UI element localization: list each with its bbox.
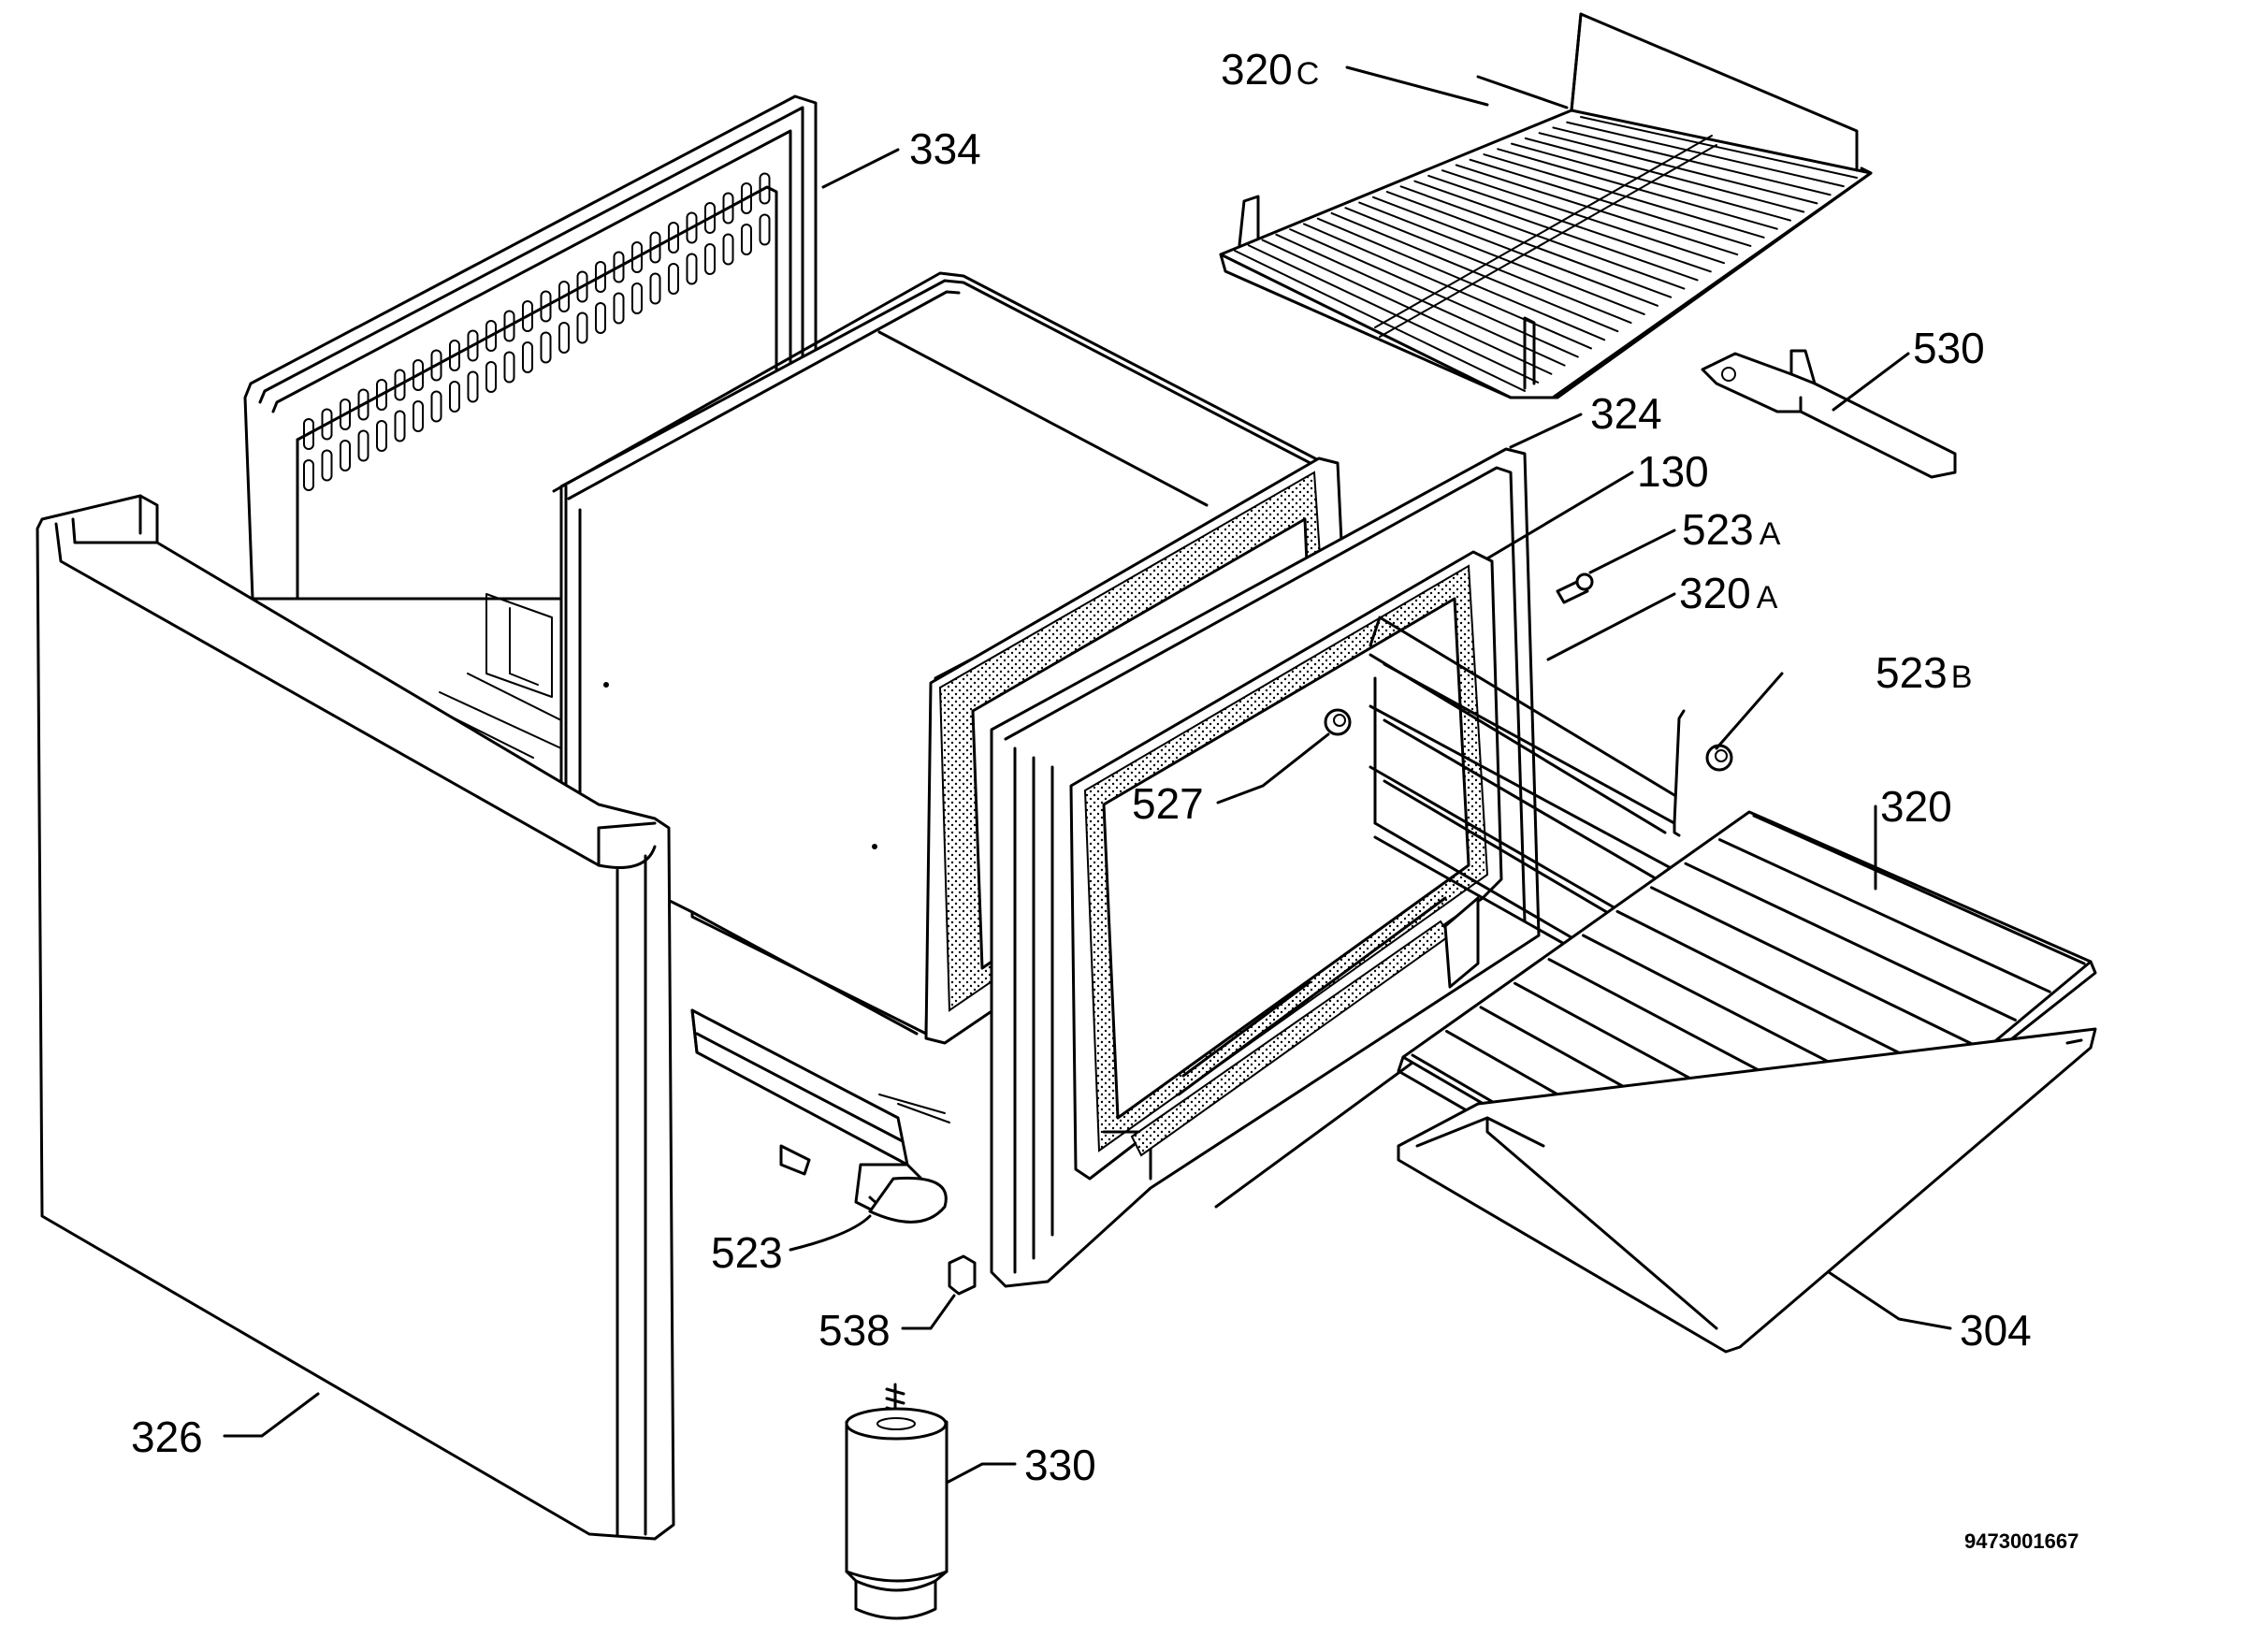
door-frame-part [990, 447, 1541, 1288]
leader-lines [223, 65, 1952, 1485]
drawing-number: 9473001667 [1964, 1529, 2078, 1553]
callout-527: 527 [1132, 779, 1204, 828]
handle-part [1701, 349, 1957, 479]
clip-part [948, 1254, 977, 1296]
wire-grill-part [1219, 12, 1873, 399]
callout-130: 130 [1637, 447, 1709, 496]
callout-324: 324 [1590, 389, 1662, 438]
callout-320: 320 [1880, 782, 1952, 831]
callout-523: 523 [711, 1228, 783, 1277]
knob-part-523b [1705, 744, 1733, 772]
screw-part-523a [1556, 572, 1594, 604]
callout-304: 304 [1960, 1306, 2032, 1355]
foot-part [845, 1383, 949, 1620]
callout-326: 326 [131, 1413, 203, 1461]
grill-bars [1234, 116, 1858, 392]
callout-530: 530 [1913, 324, 1985, 372]
callout-538: 538 [818, 1306, 891, 1355]
baking-tray-part [1397, 1027, 2097, 1354]
runner-part [690, 1008, 950, 1224]
callout-334: 334 [909, 124, 981, 173]
callout-330: 330 [1024, 1441, 1096, 1489]
ventilation-slots [303, 172, 771, 491]
side-panel-part [36, 494, 675, 1541]
knob-part-527 [1324, 708, 1352, 736]
